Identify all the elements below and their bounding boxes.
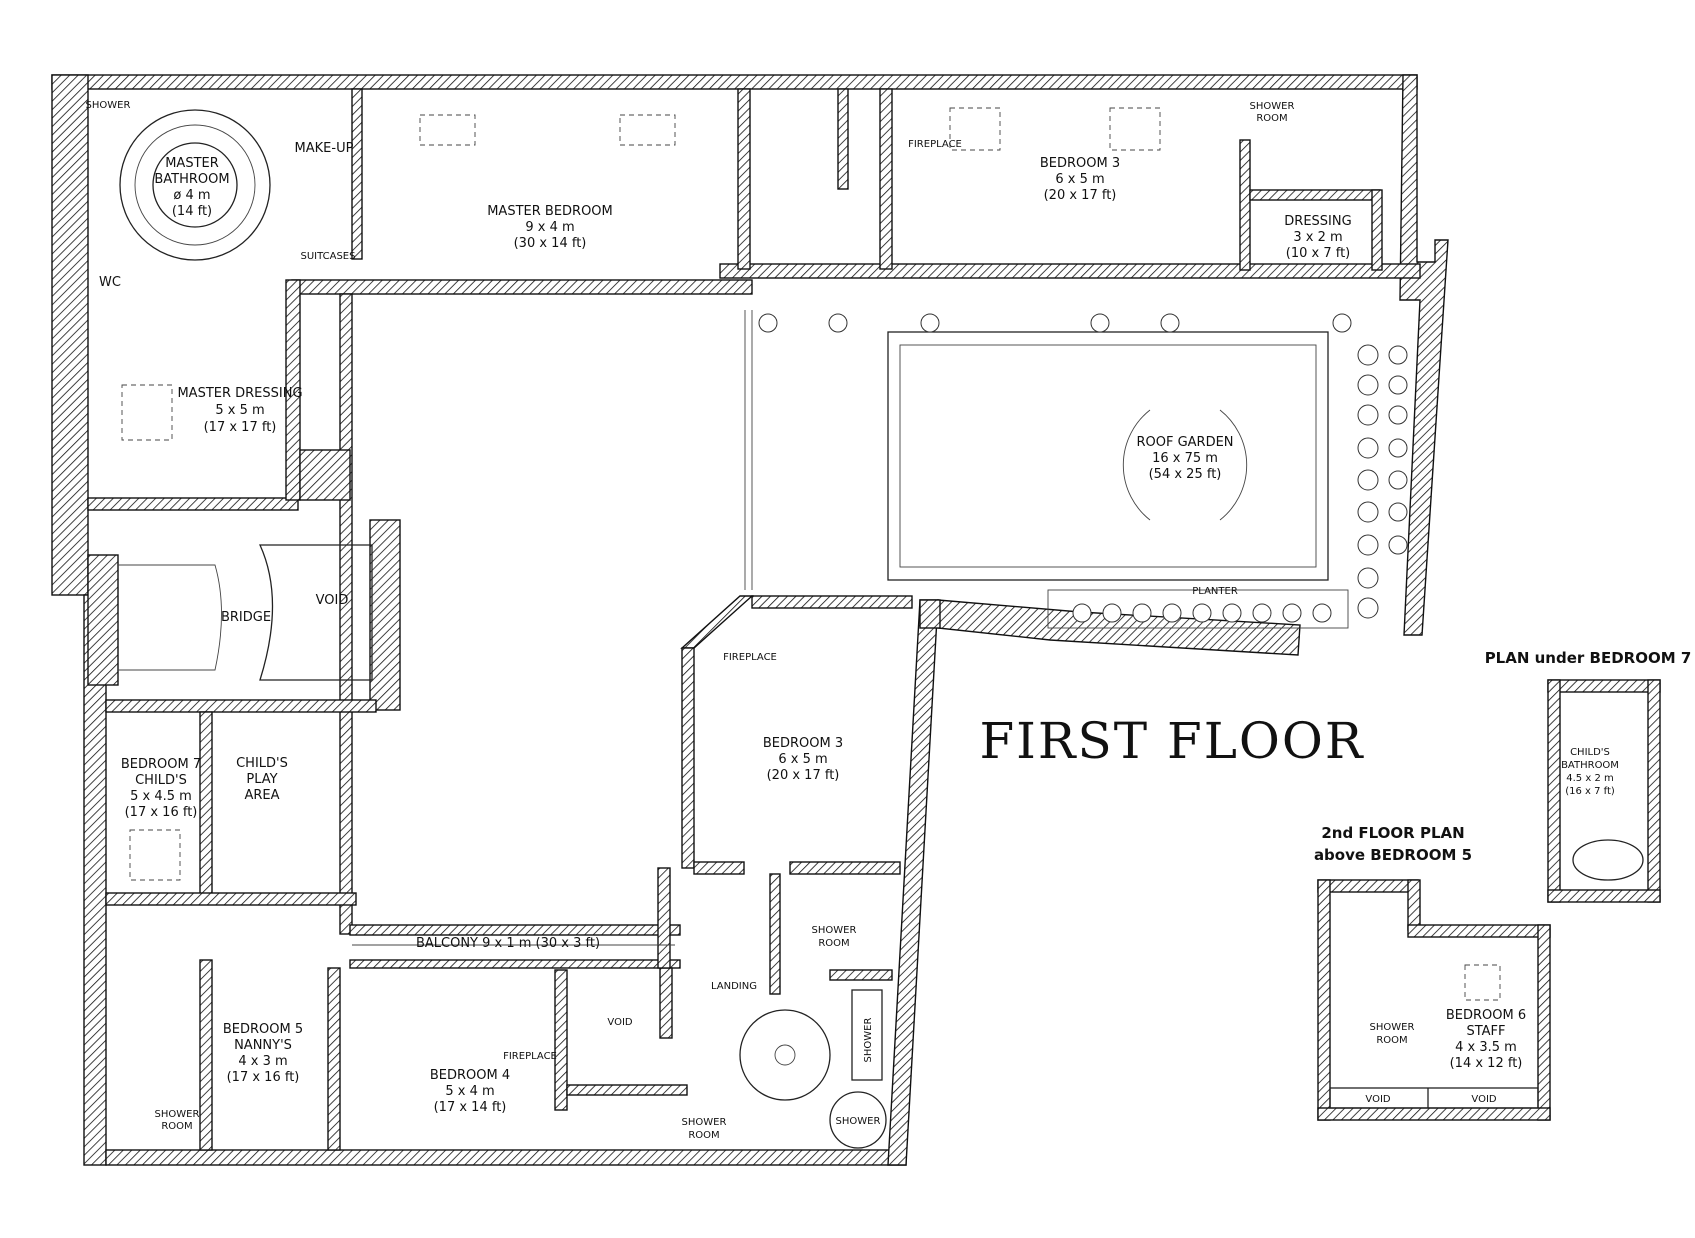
label-roof-garden-3: (54 x 25 ft) <box>1149 467 1222 482</box>
label-bedroom6-2: STAFF <box>1466 1024 1505 1039</box>
inset-second-floor: 2nd FLOOR PLAN above BEDROOM 5 SHOWER RO… <box>1314 824 1551 1121</box>
label-make-up: MAKE-UP <box>295 141 354 156</box>
label-bedroom4-3: (17 x 14 ft) <box>434 1100 507 1115</box>
label-shower-room-mid-2: ROOM <box>818 938 849 949</box>
label-master-dressing-3: (17 x 17 ft) <box>204 420 277 435</box>
outer-walls <box>51 74 1449 1166</box>
label-2f-shower-room-2: ROOM <box>1376 1035 1407 1046</box>
interior-walls <box>87 88 1383 1151</box>
label-shower-room-bl-2: ROOM <box>161 1121 192 1132</box>
label-bedroom3-top-3: (20 x 17 ft) <box>1044 188 1117 203</box>
label-shower-round: SHOWER <box>836 1116 881 1127</box>
label-bedroom6-4: (14 x 12 ft) <box>1450 1056 1523 1071</box>
label-bedroom6-1: BEDROOM 6 <box>1446 1008 1526 1023</box>
label-bedroom7-4: (17 x 16 ft) <box>125 805 198 820</box>
label-landing: LANDING <box>711 981 757 992</box>
label-balcony: BALCONY 9 x 1 m (30 x 3 ft) <box>416 936 600 951</box>
label-shower-room-mid-1: SHOWER <box>812 925 857 936</box>
label-master-dressing-2: 5 x 5 m <box>215 403 264 418</box>
label-master-bathroom-1: MASTER <box>165 156 219 171</box>
label-shower-room-b-2: ROOM <box>688 1130 719 1141</box>
label-master-bathroom-3: ø 4 m <box>173 188 210 203</box>
label-fireplace-top: FIREPLACE <box>908 139 962 150</box>
label-roof-garden-1: ROOF GARDEN <box>1136 435 1233 450</box>
label-master-bedroom-2: 9 x 4 m <box>525 220 574 235</box>
label-fireplace-mid: FIREPLACE <box>723 652 777 663</box>
label-master-bathroom-4: (14 ft) <box>172 204 212 219</box>
label-shower-room-bl-1: SHOWER <box>155 1109 200 1120</box>
label-2f-void-a: VOID <box>1365 1094 1390 1105</box>
planter-trees <box>758 313 1408 623</box>
label-master-bedroom-1: MASTER BEDROOM <box>487 204 613 219</box>
label-2f-shower-room-1: SHOWER <box>1370 1022 1415 1033</box>
inset-heading-2nd-floor-1: 2nd FLOOR PLAN <box>1321 824 1464 842</box>
label-dressing-3: (10 x 7 ft) <box>1286 246 1351 261</box>
label-roof-garden-2: 16 x 75 m <box>1152 451 1218 466</box>
label-bedroom5-1: BEDROOM 5 <box>223 1022 303 1037</box>
label-childs-play-3: AREA <box>244 788 279 803</box>
label-dressing-1: DRESSING <box>1284 214 1351 229</box>
label-bedroom7-2: CHILD'S <box>135 773 187 788</box>
label-bedroom3-mid-3: (20 x 17 ft) <box>767 768 840 783</box>
label-dressing-2: 3 x 2 m <box>1293 230 1342 245</box>
label-childs-bathroom-1: CHILD'S <box>1570 747 1610 758</box>
label-shower-room-b-1: SHOWER <box>682 1117 727 1128</box>
label-2f-void-b: VOID <box>1471 1094 1496 1105</box>
label-childs-bathroom-2: BATHROOM <box>1561 760 1619 771</box>
room-labels: SHOWER MASTER BATHROOM ø 4 m (14 ft) WC … <box>86 100 1352 1141</box>
label-childs-play-1: CHILD'S <box>236 756 288 771</box>
label-shower-vertical: SHOWER <box>863 1018 874 1063</box>
label-bedroom7-1: BEDROOM 7 <box>121 757 201 772</box>
label-bedroom3-mid-2: 6 x 5 m <box>778 752 827 767</box>
plan-title: FIRST FLOOR <box>979 712 1364 770</box>
label-master-bathroom-2: BATHROOM <box>154 172 229 187</box>
label-bedroom5-2: NANNY'S <box>234 1038 292 1053</box>
label-bedroom7-3: 5 x 4.5 m <box>130 789 192 804</box>
label-childs-bathroom-4: (16 x 7 ft) <box>1565 786 1615 797</box>
label-shower-tl: SHOWER <box>86 100 131 111</box>
label-master-bedroom-3: (30 x 14 ft) <box>514 236 587 251</box>
label-shower-room-tr-1: SHOWER <box>1250 101 1295 112</box>
label-suitcases: SUITCASES <box>301 251 356 262</box>
label-master-dressing-1: MASTER DRESSING <box>177 386 302 401</box>
detail-lines <box>118 107 1349 1149</box>
label-void-bottom: VOID <box>607 1017 632 1028</box>
inset-heading-2nd-floor-2: above BEDROOM 5 <box>1314 846 1472 864</box>
label-childs-play-2: PLAY <box>246 772 277 787</box>
label-wc: WC <box>99 275 121 290</box>
label-bridge: BRIDGE <box>221 610 271 625</box>
label-bedroom5-4: (17 x 16 ft) <box>227 1070 300 1085</box>
label-fireplace-b4: FIREPLACE <box>503 1051 557 1062</box>
label-bedroom6-3: 4 x 3.5 m <box>1455 1040 1517 1055</box>
label-void-left: VOID <box>316 593 349 608</box>
label-childs-bathroom-3: 4.5 x 2 m <box>1566 773 1613 784</box>
label-bedroom4-1: BEDROOM 4 <box>430 1068 510 1083</box>
label-bedroom3-top-1: BEDROOM 3 <box>1040 156 1120 171</box>
label-bedroom5-3: 4 x 3 m <box>238 1054 287 1069</box>
label-shower-room-tr-2: ROOM <box>1256 113 1287 124</box>
inset-plan-under-bedroom7: PLAN under BEDROOM 7 CHILD'S BATHROOM 4.… <box>1485 649 1692 903</box>
label-bedroom3-mid-1: BEDROOM 3 <box>763 736 843 751</box>
label-bedroom4-2: 5 x 4 m <box>445 1084 494 1099</box>
inset-heading-bedroom7: PLAN under BEDROOM 7 <box>1485 649 1692 667</box>
label-bedroom3-top-2: 6 x 5 m <box>1055 172 1104 187</box>
label-planter: PLANTER <box>1192 586 1238 597</box>
